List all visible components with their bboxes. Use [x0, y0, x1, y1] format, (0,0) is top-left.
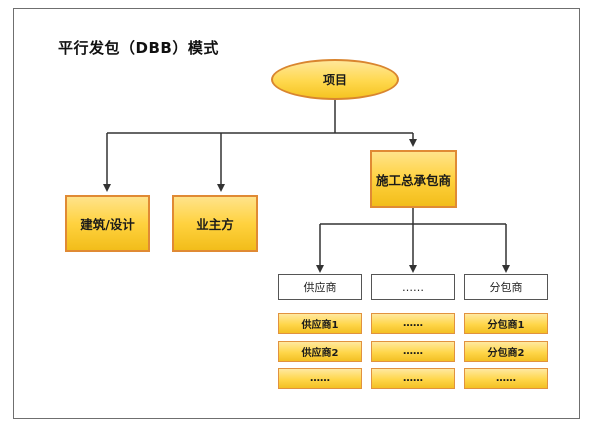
subcontractor-item-more: ……: [464, 368, 548, 389]
diagram-title: 平行发包（DBB）模式: [58, 39, 219, 57]
other-item-2: ……: [371, 341, 455, 362]
supplier-item-1: 供应商1: [278, 313, 362, 334]
node-owner: 业主方: [172, 195, 258, 252]
other-item-3: ……: [371, 368, 455, 389]
header-other: ……: [371, 274, 455, 300]
header-subcontractor: 分包商: [464, 274, 548, 300]
supplier-item-2: 供应商2: [278, 341, 362, 362]
node-general-contractor: 施工总承包商: [370, 150, 457, 208]
subcontractor-item-1: 分包商1: [464, 313, 548, 334]
other-item-1: ……: [371, 313, 455, 334]
root-node-project: 项目: [271, 59, 399, 100]
node-design: 建筑/设计: [65, 195, 150, 252]
supplier-item-more: ……: [278, 368, 362, 389]
header-supplier: 供应商: [278, 274, 362, 300]
subcontractor-item-2: 分包商2: [464, 341, 548, 362]
